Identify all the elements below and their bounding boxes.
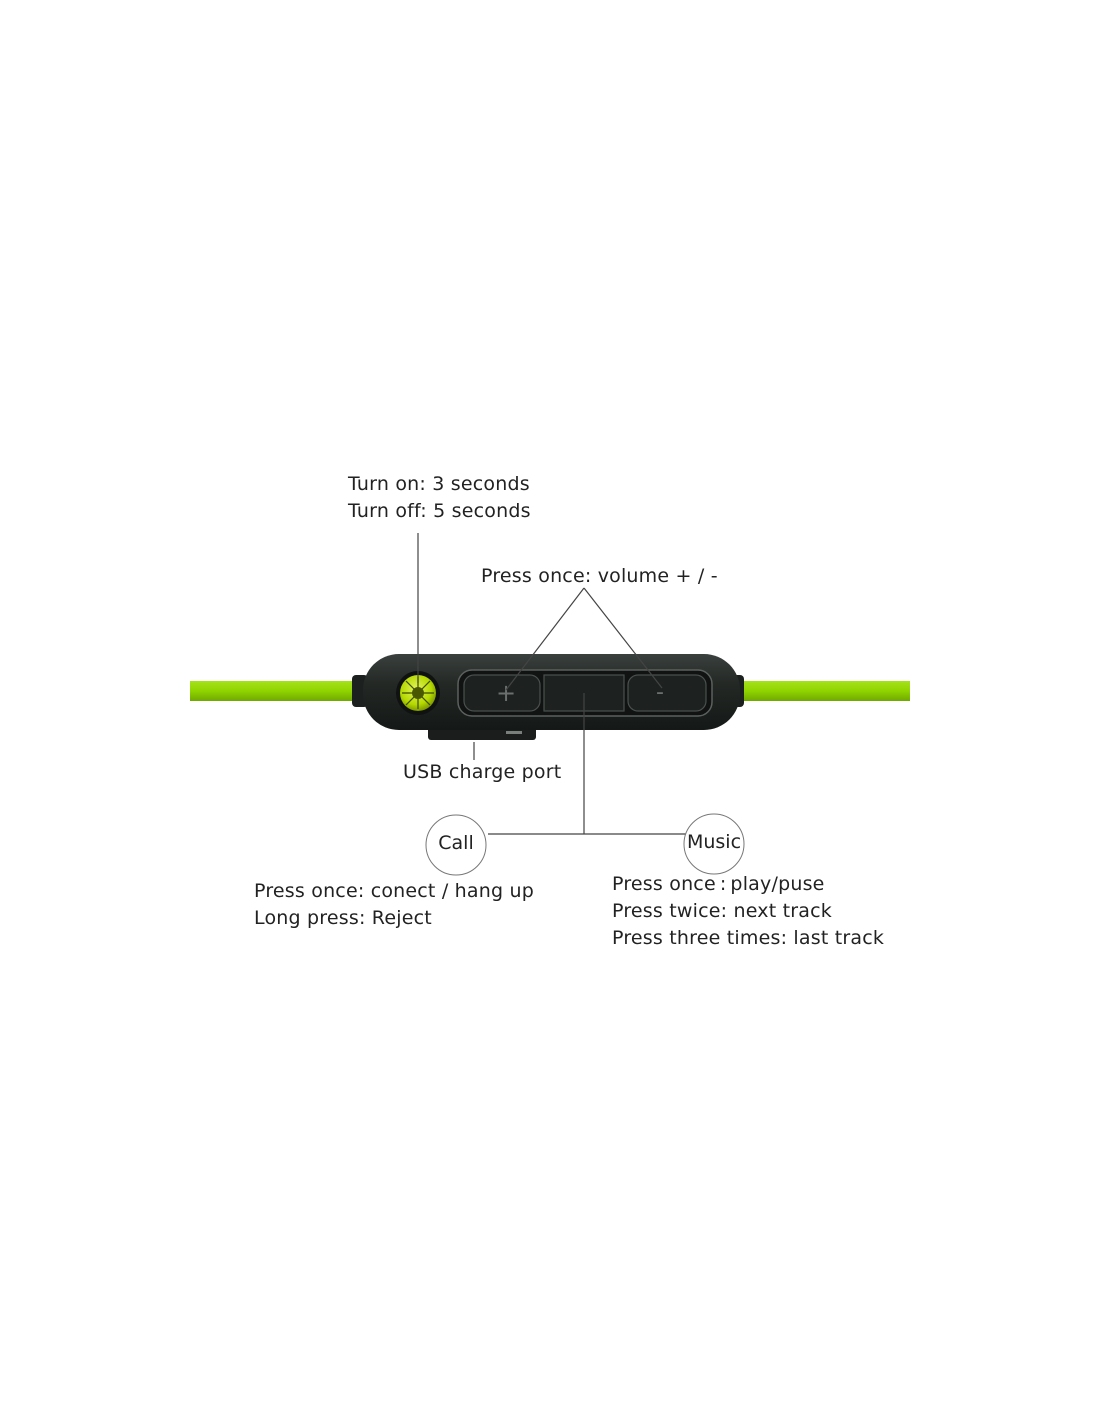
volume-down-button[interactable] bbox=[627, 674, 707, 712]
music-press-twice-text: Press twice: next track bbox=[612, 900, 832, 922]
power-off-text: Turn off: 5 seconds bbox=[348, 500, 531, 522]
cable-left bbox=[190, 681, 370, 701]
volume-leader-line-left bbox=[505, 587, 585, 691]
plus-icon: + bbox=[496, 679, 516, 707]
power-on-text: Turn on: 3 seconds bbox=[348, 473, 530, 495]
volume-leader-line-right bbox=[583, 587, 663, 689]
music-press-three-text: Press three times: last track bbox=[612, 927, 885, 949]
music-press-once-text: Press once : play/puse bbox=[612, 873, 825, 895]
cable-right bbox=[730, 681, 910, 701]
call-title: Call bbox=[438, 832, 474, 854]
power-button[interactable] bbox=[396, 671, 440, 715]
volume-up-button[interactable] bbox=[463, 674, 541, 712]
usb-label: USB charge port bbox=[403, 761, 562, 783]
music-instructions: Press once : play/puse Press twice: next… bbox=[612, 871, 884, 952]
call-long-press-text: Long press: Reject bbox=[254, 907, 432, 929]
volume-label: Press once: volume + / - bbox=[481, 565, 718, 587]
power-label: Turn on: 3 seconds Turn off: 5 seconds bbox=[348, 471, 531, 525]
music-circle bbox=[683, 813, 745, 875]
call-press-once-text: Press once: conect / hang up bbox=[254, 880, 534, 902]
call-instructions: Press once: conect / hang up Long press:… bbox=[254, 878, 534, 932]
call-circle bbox=[425, 814, 487, 876]
music-title: Music bbox=[686, 831, 742, 853]
minus-icon: - bbox=[656, 680, 664, 705]
